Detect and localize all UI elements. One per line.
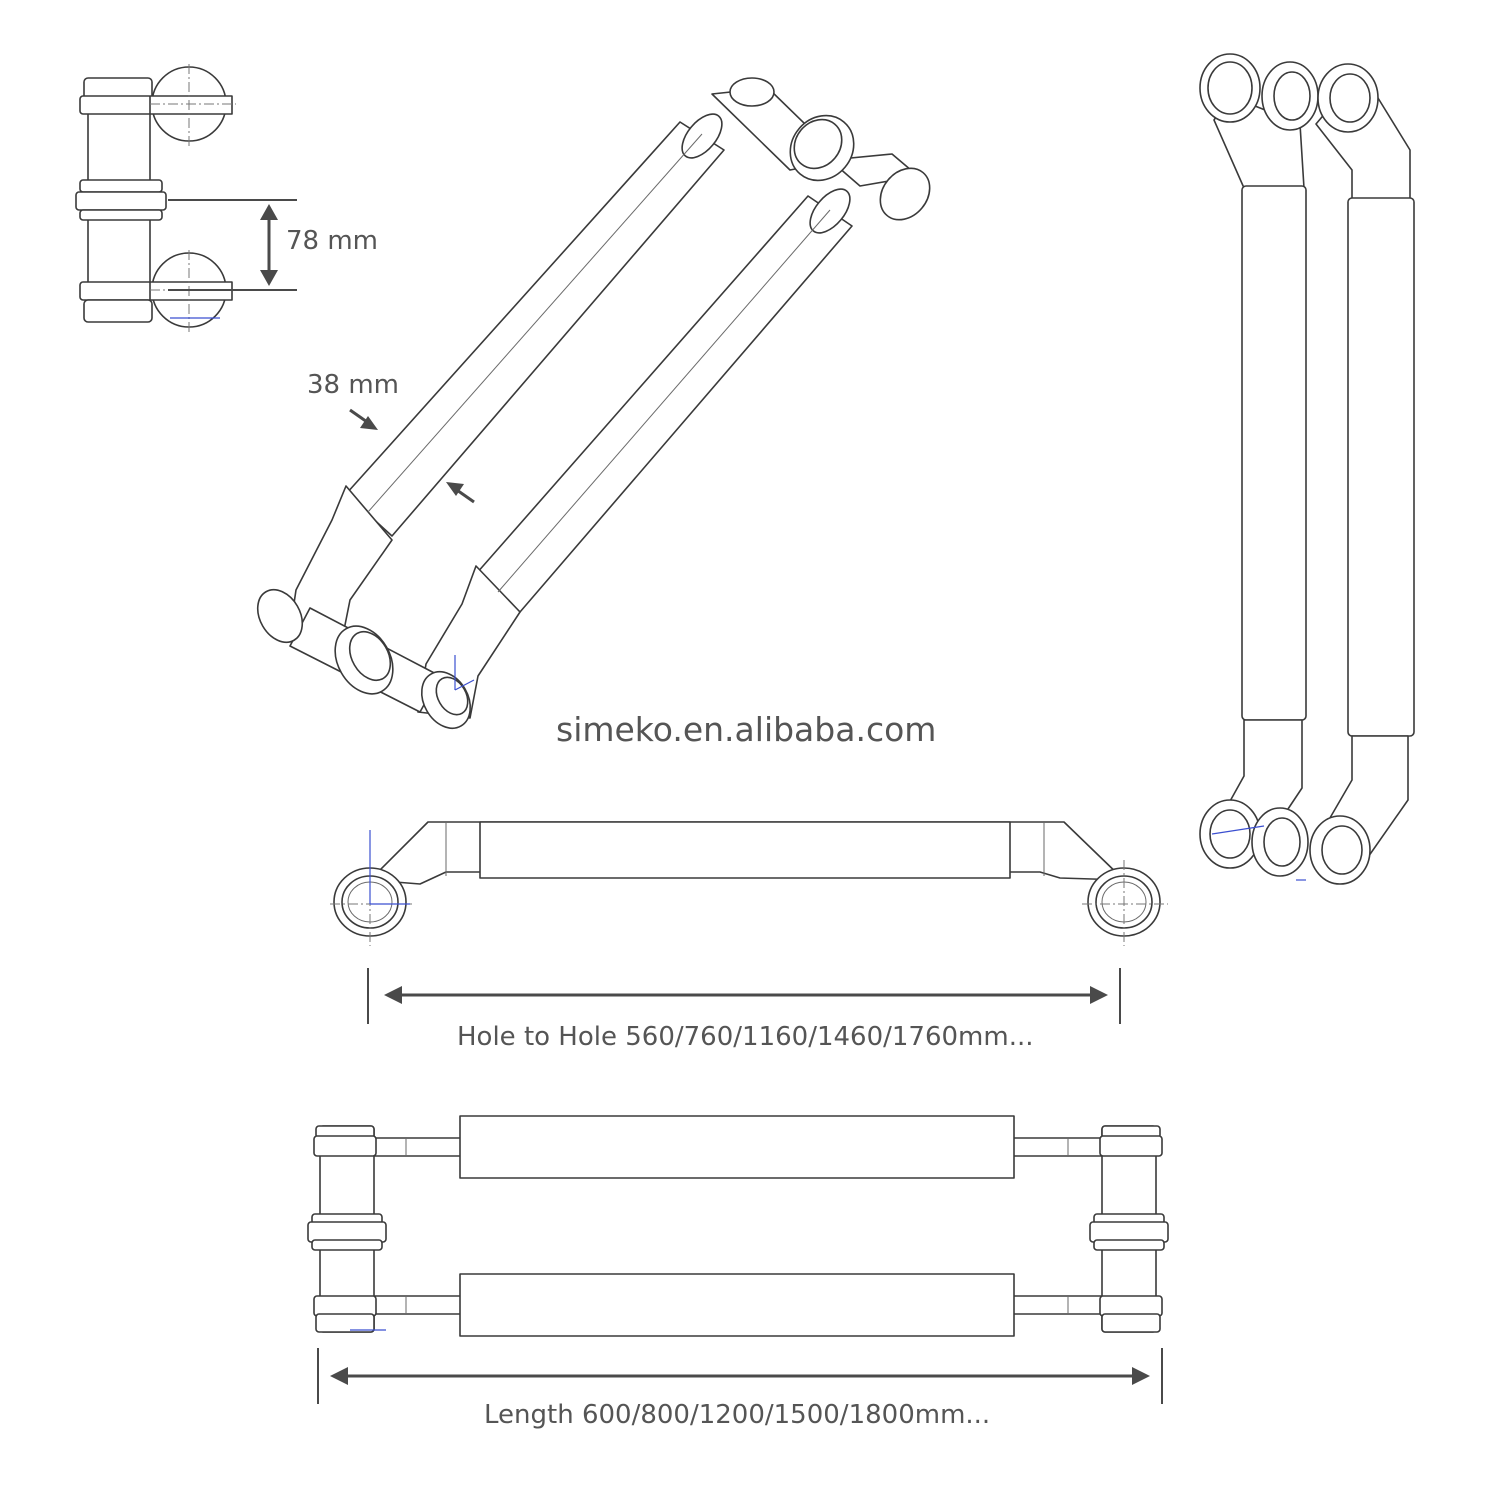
website-watermark: simeko.en.alibaba.com xyxy=(556,710,937,749)
top-view xyxy=(330,821,1168,1024)
front-view xyxy=(1199,53,1415,885)
hole-to-hole-dimension-label: Hole to Hole 560/760/1160/1460/1760mm... xyxy=(457,1022,1034,1052)
side-view xyxy=(75,64,297,332)
isometric-view xyxy=(256,77,931,730)
pitch-dimension-label: 78 mm xyxy=(286,226,379,256)
length-dimension-label: Length 600/800/1200/1500/1800mm... xyxy=(484,1400,991,1430)
diameter-dimension-label: 38 mm xyxy=(307,370,400,400)
bottom-view xyxy=(307,1115,1169,1404)
